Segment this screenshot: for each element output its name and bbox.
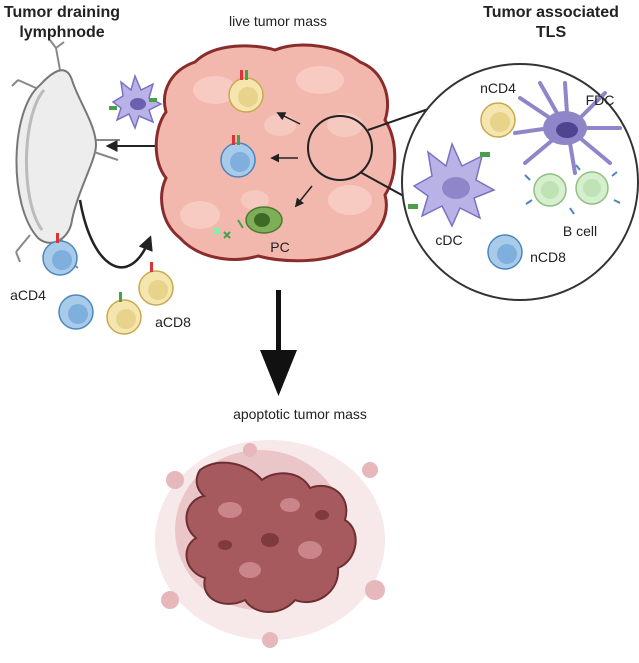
tls-title-line2: TLS xyxy=(536,24,567,41)
apoptotic-label: apoptotic tumor mass xyxy=(233,406,367,422)
plasma-cell-icon xyxy=(213,206,283,239)
acd8-label: aCD8 xyxy=(155,314,191,330)
ncd4-t-cell-icon xyxy=(480,102,516,138)
cdc-label: cDC xyxy=(435,232,462,248)
fdc-icon xyxy=(513,81,622,175)
acd8-cells-icon xyxy=(58,262,174,335)
arrow-to-cd4 xyxy=(276,112,301,125)
ncd4-label: nCD4 xyxy=(480,80,516,96)
ncd8-label: nCD8 xyxy=(530,249,566,265)
ncd8-t-cell-icon xyxy=(487,234,523,270)
pc-label: PC xyxy=(270,239,289,255)
tls-title-line1: Tumor associated xyxy=(483,4,619,21)
bcell-label: B cell xyxy=(563,223,597,239)
lymphnode-title-line2: lymphnode xyxy=(19,24,104,41)
arrow-lymphnode-to-tumor xyxy=(78,199,153,269)
fdc-label: FDC xyxy=(586,92,615,108)
b-cell-icon xyxy=(524,164,621,215)
arrow-to-pc xyxy=(294,185,313,208)
lymphnode-title-line1: Tumor draining xyxy=(4,4,120,21)
live-tumor-label: live tumor mass xyxy=(229,13,327,29)
live-tumor-mass xyxy=(154,43,397,263)
cd8-t-cell-icon xyxy=(220,135,256,178)
acd4-label: aCD4 xyxy=(10,287,46,303)
dendritic-cell-icon xyxy=(109,73,163,131)
big-down-arrow xyxy=(260,290,297,396)
cdc-icon xyxy=(408,141,496,228)
cd4-t-cell-icon xyxy=(228,70,264,113)
acd4-cell-icon xyxy=(42,233,78,276)
apoptotic-tumor-mass xyxy=(155,440,385,648)
tumor-zoom-circle xyxy=(307,115,373,181)
lymph-node-icon xyxy=(11,39,120,269)
